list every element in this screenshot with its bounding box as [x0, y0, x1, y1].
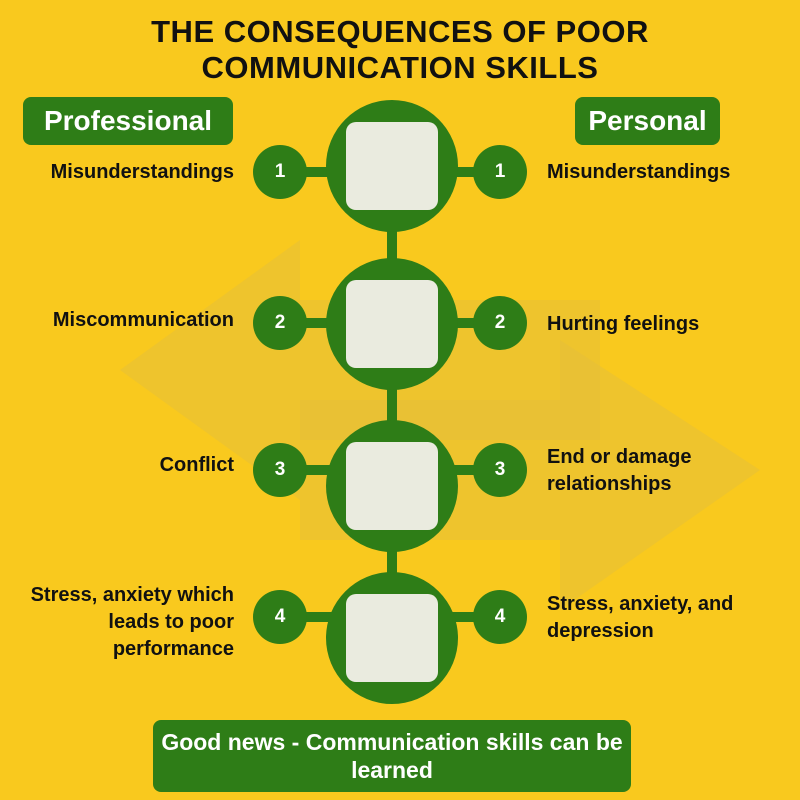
confused-person-icon	[346, 280, 438, 368]
two-people-confused-icon	[346, 122, 438, 210]
right-arrow-shape	[300, 340, 760, 610]
number-badge-right-4: 4	[473, 590, 527, 644]
number-badge-right-3: 3	[473, 443, 527, 497]
personal-header: Personal	[575, 97, 720, 145]
footer-banner: Good news - Communication skills can be …	[153, 720, 631, 792]
personal-item-4: Stress, anxiety, and depression	[547, 593, 734, 642]
number-badge-left-1: 1	[253, 145, 307, 199]
number-badge-right-2: 2	[473, 296, 527, 350]
personal-item-2: Hurting feelings	[547, 313, 700, 335]
personal-item-1: Misunderstandings	[547, 161, 731, 183]
page-title: THE CONSEQUENCES OF POOR COMMUNICATION S…	[0, 14, 800, 86]
illustration-circle-3	[326, 420, 458, 552]
number-badge-left-2: 2	[253, 296, 307, 350]
number-badge-left-4: 4	[253, 590, 307, 644]
title-line-1: THE CONSEQUENCES OF POOR	[151, 14, 649, 49]
number-badge-right-1: 1	[473, 145, 527, 199]
professional-item-4: Stress, anxiety which leads to poor perf…	[30, 584, 234, 660]
professional-item-1: Misunderstandings	[50, 161, 234, 183]
professional-header: Professional	[23, 97, 233, 145]
illustration-circle-2	[326, 258, 458, 390]
arguing-people-icon	[346, 442, 438, 530]
personal-item-3: End or damage relationships	[547, 446, 692, 495]
number-badge-left-3: 3	[253, 443, 307, 497]
professional-item-2: Miscommunication	[52, 309, 234, 331]
professional-item-3: Conflict	[159, 454, 234, 476]
illustration-circle-4	[326, 572, 458, 704]
title-line-2: COMMUNICATION SKILLS	[201, 50, 599, 85]
illustration-circle-1	[326, 100, 458, 232]
stressed-person-icon	[346, 594, 438, 682]
